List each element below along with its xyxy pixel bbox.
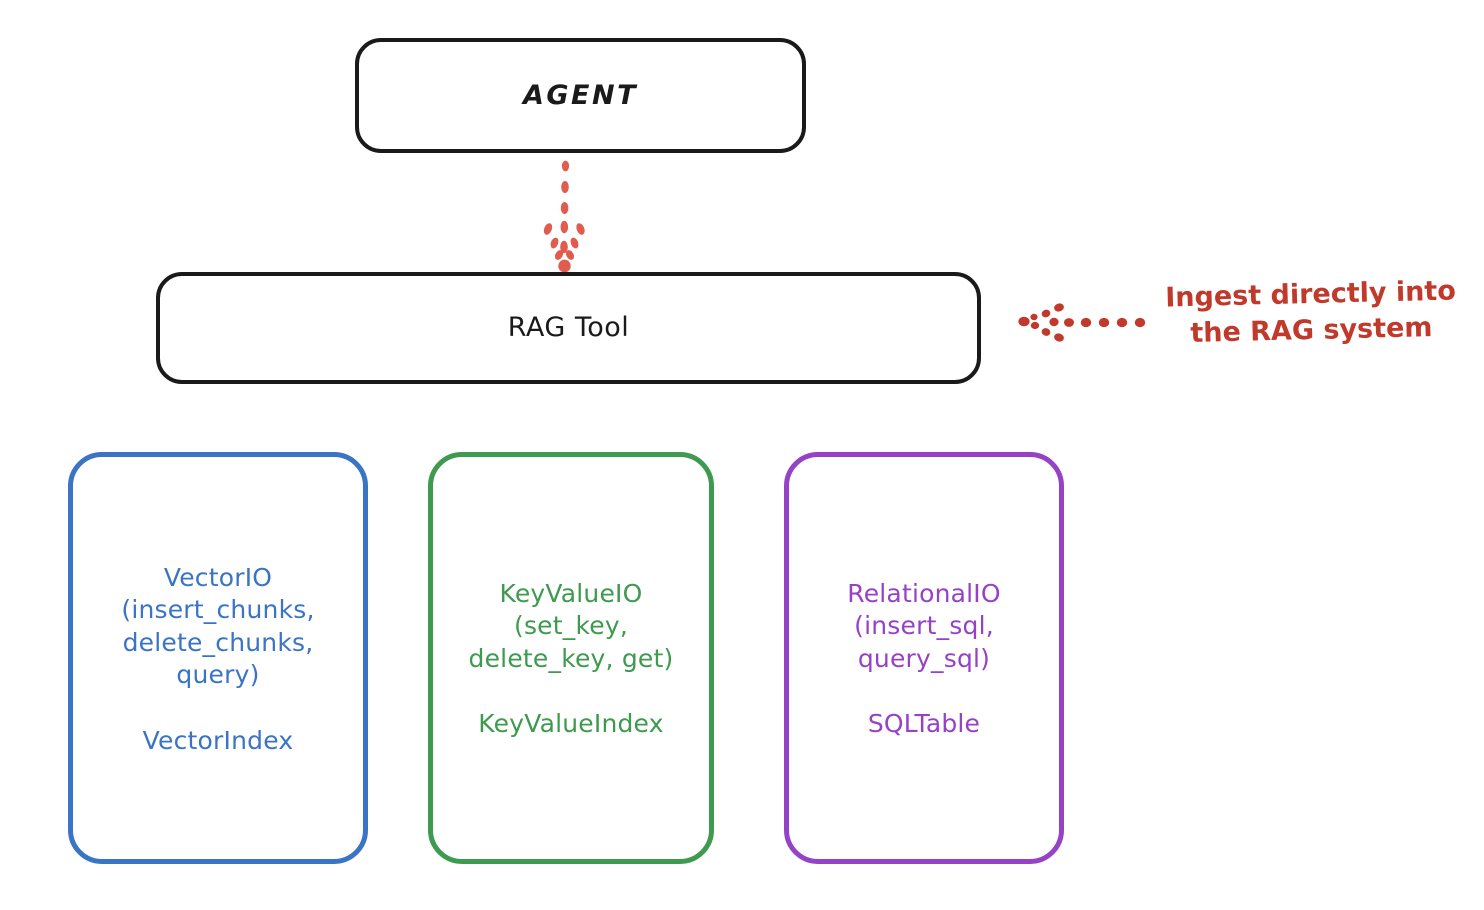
node-agent-label: AGENT bbox=[522, 79, 638, 111]
node-key-value-io-sublabel: KeyValueIndex bbox=[478, 709, 664, 739]
node-key-value-io[interactable]: KeyValueIO (set_key, delete_key, get) Ke… bbox=[428, 452, 714, 864]
ingest-annotation-text: Ingest directly into the RAG system bbox=[1164, 275, 1457, 350]
node-vector-io-sublabel: VectorIndex bbox=[142, 725, 294, 755]
dotted-down-arrow-icon bbox=[505, 152, 625, 277]
node-vector-io[interactable]: VectorIO (insert_chunks, delete_chunks, … bbox=[68, 452, 368, 864]
dotted-left-arrow-icon bbox=[1018, 295, 1148, 350]
node-relational-io-sublabel: SQLTable bbox=[867, 709, 981, 739]
node-rag-tool[interactable]: RAG Tool bbox=[156, 272, 981, 384]
node-relational-io-label: RelationalIO (insert_sql, query_sql) bbox=[847, 578, 1001, 673]
node-rag-tool-label: RAG Tool bbox=[507, 312, 630, 344]
node-vector-io-label: VectorIO (insert_chunks, delete_chunks, … bbox=[121, 562, 315, 690]
node-key-value-io-label: KeyValueIO (set_key, delete_key, get) bbox=[468, 578, 674, 673]
node-relational-io[interactable]: RelationalIO (insert_sql, query_sql) SQL… bbox=[784, 452, 1064, 864]
node-agent[interactable]: AGENT bbox=[355, 38, 806, 153]
